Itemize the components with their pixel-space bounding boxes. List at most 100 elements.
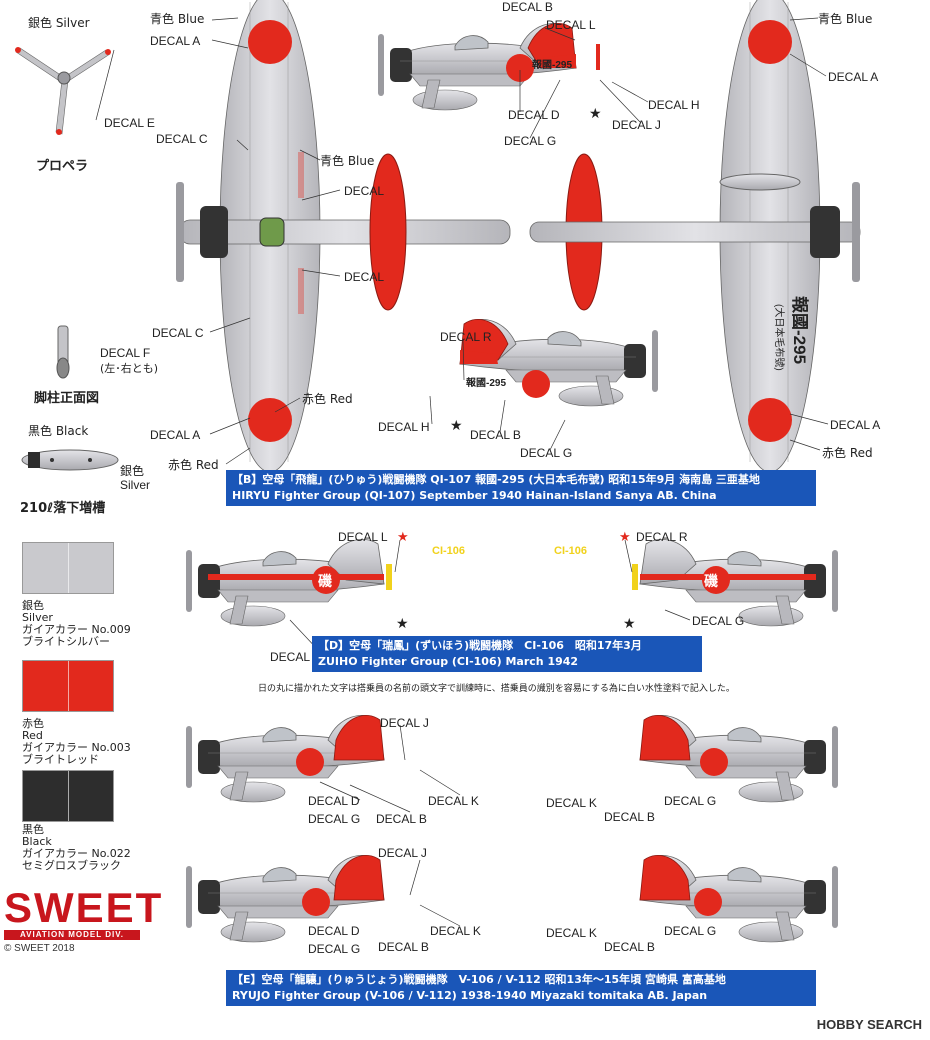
label-decal-l-1: DECAL L [546,18,596,32]
label-decal-c-1: DECAL C [156,132,208,146]
label-decal-a-3: DECAL A [828,70,879,84]
label-decal-b-1: DECAL B [502,0,553,14]
label-decal-r-1: DECAL R [440,330,492,344]
label-decal-a-1: DECAL A [150,34,201,48]
banner-d: 【D】空母「瑞鳳」(ずいほう)戦闘機隊 CI-106 昭和17年3月 ZUIHO… [312,636,702,672]
label-decal-b-2: DECAL B [470,428,521,442]
hiryu-tailplane-left [369,153,407,311]
copyright: © SWEET 2018 [4,943,75,954]
red-star-markers: ★ ★ [397,529,631,544]
label-decal-c-2: DECAL C [152,326,204,340]
tank-title: 210ℓ落下増槽 [20,501,106,516]
label-decal-g-1: DECAL G [504,134,557,148]
black-label: 黒色 Black [28,424,89,438]
label-decal-k-2: DECAL K [546,796,597,810]
ryujo-v106-side-left [185,714,385,803]
swatch-black [22,770,114,822]
decal-e-label: DECAL E [104,116,155,130]
label-red-1: 赤色 Red [302,392,353,406]
label-decal-g-4: DECAL G [692,614,745,628]
watermark: HOBBY SEARCH [816,1017,922,1032]
ryujo-tail-code: V-112 [434,869,465,883]
label-blue-2: 青色 Blue [320,154,375,168]
leader-lines [95,17,829,927]
label-decal-g-3: DECAL G [270,650,323,664]
hiryu-side-right [459,318,659,407]
wing-hokoku-marking: 報國-295 [790,296,810,364]
label-decal-b-6: DECAL B [604,940,655,954]
label-decal-a-2: DECAL A [150,428,201,442]
airframe-lettering: QI-107 QI-107 報國-295 報國-295 CI-106 CI-10… [318,29,718,883]
label-decal-k-3: DECAL K [430,924,481,938]
sweet-logo: SWEET AVIATION MODEL DIV. © SWEET 2018 [4,884,164,954]
wing-lettering: 報國-295 (大日本毛布號) [773,296,810,371]
label-blue-1: 青色 Blue [150,12,205,26]
zuiho-hinomaru-kanji: 磯 [318,573,332,589]
label-decal-b-4: DECAL B [604,810,655,824]
banner-e-jp: 【E】空母「龍驤」(りゅうじょう)戦闘機隊 V-106 / V-112 昭和13… [232,973,726,986]
svg-text:★: ★ [619,529,631,544]
hokoku-marking: 報國-295 [466,376,506,389]
propeller-title: プロペラ [36,159,89,174]
tank-silver-en: Silver [120,478,151,492]
banner-e-en: RYUJO Fighter Group (V-106 / V-112) 1938… [232,989,708,1002]
hiryu-tail-code: QI-107 [374,345,411,359]
label-decal-h-1: DECAL H [648,98,700,112]
hiryu-side-left [377,22,600,111]
ryujo-v112-side-left [185,854,385,943]
label-red-3: 赤色 Red [822,446,873,460]
banner-d-note: 日の丸に描かれた文字は搭乗員の名前の頭文字で訓練時に、搭乗員の識別を容易にする為… [258,684,735,694]
label-decal-g-7: DECAL G [308,942,361,956]
swatch-red [22,660,114,712]
zuiho-side-right [632,538,839,627]
label-decal-1: DECAL [344,184,385,198]
label-decal-j-2: DECAL J [380,716,429,730]
banner-b: 【B】空母「飛龍」(ひりゅう)戦闘機隊 QI-107 報國-295 (大日本毛布… [226,470,816,506]
label-decal-a-4: DECAL A [830,418,881,432]
zuiho-tail-code: CI-106 [554,545,587,557]
logo-word: SWEET [4,884,164,931]
label-decal-2: DECAL [344,270,385,284]
label-decal-k-4: DECAL K [546,926,597,940]
wing-hokoku-sub: (大日本毛布號) [773,304,786,371]
ryujo-v106-side-right [639,714,839,803]
label-decal-d-1: DECAL D [508,108,560,122]
ryujo-tail-code: V-106 [552,729,584,743]
silver-label: 銀色 Silver [28,16,90,30]
zuiho-tail-code: CI-106 [432,545,465,557]
ryujo-tail-code: V-112 [552,869,583,883]
ryujo-tail-code: V-106 [434,729,466,743]
swatch-silver [22,542,114,594]
label-blue-3: 青色 Blue [818,12,873,26]
label-decal-b-5: DECAL B [378,940,429,954]
svg-text:★: ★ [396,615,409,631]
label-decal-g-6: DECAL G [664,794,717,808]
banner-d-en: ZUIHO Fighter Group (CI-106) March 1942 [318,655,579,668]
svg-text:★: ★ [450,417,463,433]
label-decal-g-2: DECAL G [520,446,573,460]
hiryu-top-view [176,0,511,473]
label-decal-h-2: DECAL H [378,420,430,434]
decal-f-label: DECAL F [100,346,151,360]
label-decal-l-2: DECAL L [338,530,388,544]
decal-f-note: (左･右とも) [100,362,159,375]
gear-title: 脚柱正面図 [34,391,100,406]
hiryu-bottom-view [529,0,861,473]
banner-b-en: HIRYU Fighter Group (QI-107) September 1… [232,489,717,502]
label-decal-b-3: DECAL B [376,812,427,826]
hokoku-marking: 報國-295 [532,58,572,71]
hiryu-tail-code: QI-107 [640,29,683,45]
propeller-drawing [15,47,111,135]
svg-text:★: ★ [623,615,636,631]
label-decal-k-1: DECAL K [428,794,479,808]
label-decal-g-8: DECAL G [664,924,717,938]
banner-e: 【E】空母「龍驤」(りゅうじょう)戦闘機隊 V-106 / V-112 昭和13… [226,970,816,1006]
star-markers: ★ ★ ★ ★ [396,105,636,631]
banner-b-jp: 【B】空母「飛龍」(ひりゅう)戦闘機隊 QI-107 報國-295 (大日本毛布… [232,473,760,486]
drop-tank-drawing [21,449,119,471]
svg-text:★: ★ [589,105,602,121]
tank-silver-jp: 銀色 [120,464,145,478]
zuiho-side-left [185,538,392,627]
